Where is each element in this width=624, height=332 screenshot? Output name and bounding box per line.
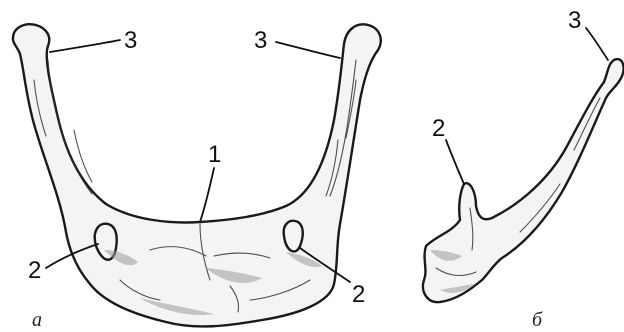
label-1-body: 1 — [208, 141, 221, 168]
label-3-left-greater-horn: 3 — [124, 27, 137, 54]
label-3-right-greater-horn: 3 — [254, 27, 267, 54]
hyoid-lateral-outline — [423, 59, 624, 302]
label-2-side-lesser-horn: 2 — [432, 115, 445, 142]
panel-label-b: б — [532, 309, 543, 331]
leader-3-side — [586, 28, 608, 60]
right-lesser-horn — [284, 221, 303, 252]
leader-1 — [200, 168, 214, 222]
leader-3-right — [276, 42, 340, 58]
panel-label-a: а — [32, 309, 42, 331]
label-2-left-lesser-horn: 2 — [28, 257, 41, 284]
hyoid-body-and-greater-horns — [13, 24, 381, 326]
leader-2-side — [446, 140, 464, 184]
hyoid-side-view — [423, 59, 624, 302]
label-2-right-lesser-horn: 2 — [352, 281, 365, 308]
hyoid-front-view — [13, 24, 381, 326]
label-3-side-greater-horn: 3 — [568, 7, 581, 34]
leader-3-left — [50, 40, 120, 52]
